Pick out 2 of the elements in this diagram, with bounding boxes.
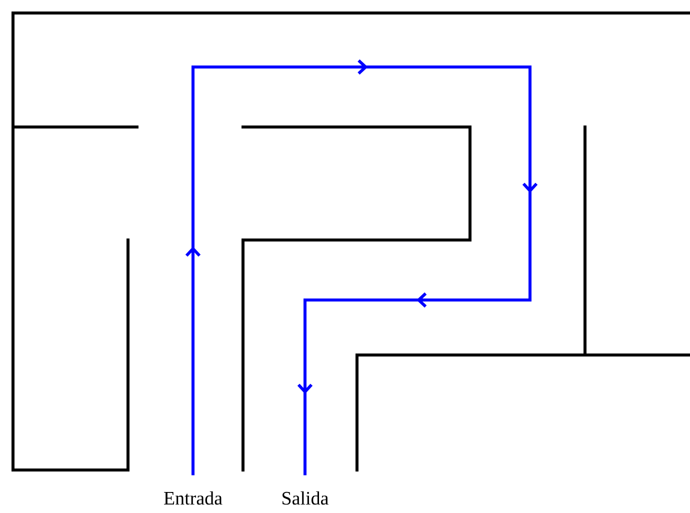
path-label: Salida [282,491,328,505]
path-label: Entrada [164,491,222,505]
